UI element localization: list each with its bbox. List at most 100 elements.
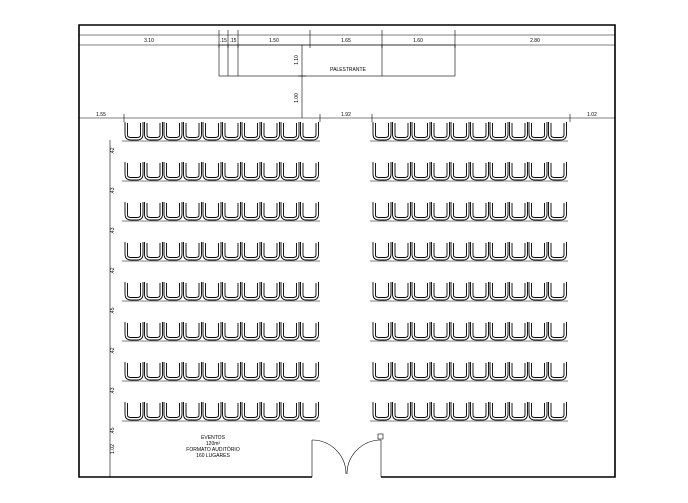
seat[interactable] bbox=[528, 122, 548, 141]
seat[interactable] bbox=[222, 162, 241, 181]
seat[interactable] bbox=[392, 162, 411, 181]
seat[interactable] bbox=[548, 402, 567, 421]
seat[interactable] bbox=[548, 162, 567, 181]
seat[interactable] bbox=[261, 162, 280, 181]
seat[interactable] bbox=[450, 282, 470, 301]
seat[interactable] bbox=[280, 362, 300, 381]
seat[interactable] bbox=[163, 362, 183, 381]
seat[interactable] bbox=[280, 202, 300, 221]
seat[interactable] bbox=[470, 202, 489, 221]
seat[interactable] bbox=[261, 242, 280, 261]
seat[interactable] bbox=[411, 242, 431, 261]
seat[interactable] bbox=[548, 362, 567, 381]
seat[interactable] bbox=[392, 122, 411, 141]
seat[interactable] bbox=[183, 202, 202, 221]
seat[interactable] bbox=[280, 322, 300, 341]
seat[interactable] bbox=[548, 122, 567, 141]
seat[interactable] bbox=[280, 162, 300, 181]
seat[interactable] bbox=[144, 162, 163, 181]
seat[interactable] bbox=[222, 122, 241, 141]
seat[interactable] bbox=[124, 402, 144, 421]
seat[interactable] bbox=[202, 362, 222, 381]
seat[interactable] bbox=[144, 282, 163, 301]
seat[interactable] bbox=[392, 202, 411, 221]
seat[interactable] bbox=[144, 402, 163, 421]
seat[interactable] bbox=[261, 322, 280, 341]
seat[interactable] bbox=[300, 402, 319, 421]
seat[interactable] bbox=[372, 122, 392, 141]
seat[interactable] bbox=[261, 282, 280, 301]
seat[interactable] bbox=[202, 402, 222, 421]
seat[interactable] bbox=[261, 402, 280, 421]
seat[interactable] bbox=[241, 122, 261, 141]
seat[interactable] bbox=[411, 282, 431, 301]
seat[interactable] bbox=[450, 402, 470, 421]
seat[interactable] bbox=[163, 162, 183, 181]
seat[interactable] bbox=[144, 242, 163, 261]
seat[interactable] bbox=[431, 362, 450, 381]
seat[interactable] bbox=[411, 362, 431, 381]
seat[interactable] bbox=[470, 362, 489, 381]
seat[interactable] bbox=[392, 322, 411, 341]
seat[interactable] bbox=[528, 402, 548, 421]
seat[interactable] bbox=[548, 322, 567, 341]
seat[interactable] bbox=[124, 322, 144, 341]
seat[interactable] bbox=[222, 242, 241, 261]
seat[interactable] bbox=[183, 322, 202, 341]
seat[interactable] bbox=[548, 202, 567, 221]
seat[interactable] bbox=[489, 362, 509, 381]
seat[interactable] bbox=[202, 202, 222, 221]
seat[interactable] bbox=[489, 402, 509, 421]
seat[interactable] bbox=[241, 162, 261, 181]
seat[interactable] bbox=[528, 162, 548, 181]
seat[interactable] bbox=[202, 322, 222, 341]
seat[interactable] bbox=[144, 122, 163, 141]
seat[interactable] bbox=[372, 162, 392, 181]
seat[interactable] bbox=[411, 202, 431, 221]
seat[interactable] bbox=[261, 362, 280, 381]
seat[interactable] bbox=[470, 242, 489, 261]
seat[interactable] bbox=[392, 282, 411, 301]
seat[interactable] bbox=[548, 282, 567, 301]
seat[interactable] bbox=[411, 322, 431, 341]
seat[interactable] bbox=[489, 202, 509, 221]
seat[interactable] bbox=[431, 322, 450, 341]
seat[interactable] bbox=[509, 242, 528, 261]
seat[interactable] bbox=[163, 282, 183, 301]
seat[interactable] bbox=[411, 402, 431, 421]
seat[interactable] bbox=[450, 122, 470, 141]
seat[interactable] bbox=[470, 402, 489, 421]
seat[interactable] bbox=[300, 282, 319, 301]
seat[interactable] bbox=[183, 242, 202, 261]
seat[interactable] bbox=[124, 162, 144, 181]
seat[interactable] bbox=[300, 162, 319, 181]
seat[interactable] bbox=[372, 362, 392, 381]
seat[interactable] bbox=[509, 322, 528, 341]
seat[interactable] bbox=[528, 242, 548, 261]
seat[interactable] bbox=[528, 282, 548, 301]
seat[interactable] bbox=[124, 122, 144, 141]
seat[interactable] bbox=[280, 402, 300, 421]
seat[interactable] bbox=[300, 202, 319, 221]
seat[interactable] bbox=[241, 322, 261, 341]
seat[interactable] bbox=[183, 362, 202, 381]
seat[interactable] bbox=[509, 202, 528, 221]
seat[interactable] bbox=[509, 282, 528, 301]
seat[interactable] bbox=[411, 162, 431, 181]
seat[interactable] bbox=[183, 162, 202, 181]
seat[interactable] bbox=[202, 122, 222, 141]
seat[interactable] bbox=[300, 242, 319, 261]
seat[interactable] bbox=[300, 122, 319, 141]
seat[interactable] bbox=[124, 282, 144, 301]
seat[interactable] bbox=[144, 322, 163, 341]
seat[interactable] bbox=[450, 322, 470, 341]
seat[interactable] bbox=[548, 242, 567, 261]
seat[interactable] bbox=[183, 282, 202, 301]
seat[interactable] bbox=[163, 402, 183, 421]
entrance-door[interactable] bbox=[311, 433, 384, 477]
seat[interactable] bbox=[124, 242, 144, 261]
seat[interactable] bbox=[528, 202, 548, 221]
seat[interactable] bbox=[241, 202, 261, 221]
seat[interactable] bbox=[241, 362, 261, 381]
seat[interactable] bbox=[450, 242, 470, 261]
